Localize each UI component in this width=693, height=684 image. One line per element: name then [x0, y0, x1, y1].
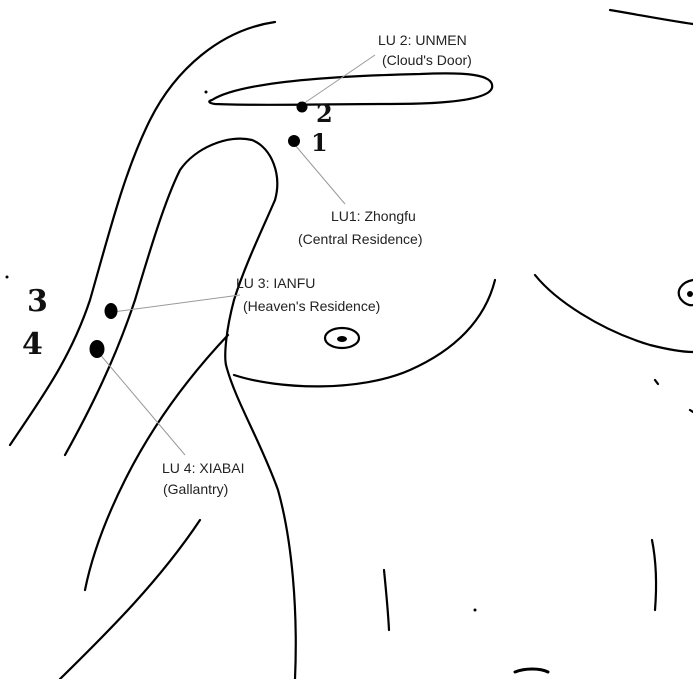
dot-mark-3	[6, 276, 9, 279]
abdomen-line-left	[384, 570, 389, 630]
right-shoulder-line	[610, 10, 693, 24]
right-nipple-center	[687, 291, 693, 297]
acupoint-lu3-dot	[105, 303, 118, 319]
lu3-name-label: (Heaven's Residence)	[243, 298, 380, 314]
point-number-4: 4	[22, 330, 43, 360]
torso-side-line	[226, 365, 296, 679]
pectoral-curve	[234, 280, 495, 386]
lu2-name-label: (Cloud's Door)	[382, 52, 472, 68]
abdomen-line-right	[652, 540, 656, 610]
armpit-outline	[65, 139, 277, 455]
point-number-1: 1	[311, 131, 328, 155]
lu4-code-label: LU 4: XIABAI	[162, 460, 244, 476]
dot-mark-2	[474, 609, 477, 612]
lu4-name-label: (Gallantry)	[163, 481, 228, 497]
lu3-code-label: LU 3: IANFU	[236, 275, 315, 291]
right-chest-line	[535, 275, 693, 352]
lu2-code-label: LU 2: UNMEN	[378, 32, 467, 48]
lu1-code-label: LU1: Zhongfu	[331, 208, 416, 224]
acupoint-lu1-dot	[288, 135, 300, 147]
navel-mark	[515, 669, 548, 672]
crease-mark-2	[655, 380, 658, 384]
lu1-name-label: (Central Residence)	[298, 231, 423, 247]
shoulder-outline	[10, 22, 275, 445]
left-nipple-center	[337, 336, 347, 342]
point-number-3: 3	[27, 287, 48, 317]
leader-line-lu3	[113, 295, 240, 312]
point-number-2: 2	[316, 102, 333, 126]
clavicle-outline	[209, 73, 492, 105]
elbow-line	[60, 520, 200, 679]
acupoint-lu2-dot	[297, 102, 308, 113]
acupoint-lu4-dot	[90, 340, 105, 358]
dot-mark-1	[205, 91, 208, 94]
